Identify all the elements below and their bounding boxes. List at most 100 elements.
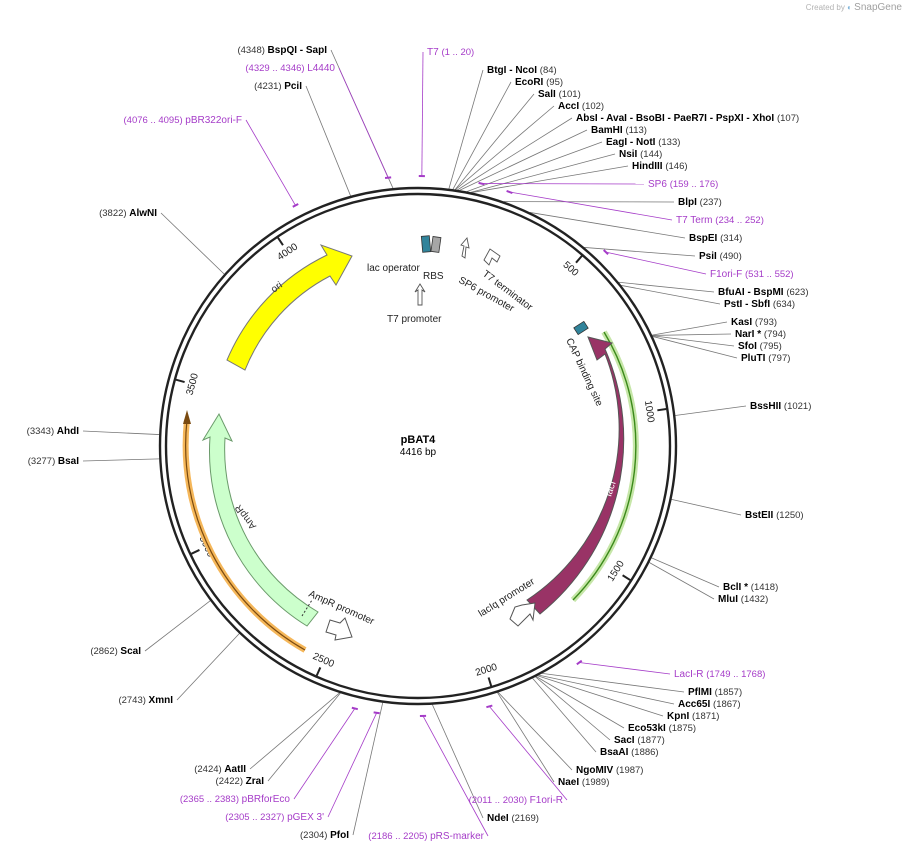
site-position: (2011 .. 2030) — [469, 795, 530, 806]
primer-site-7[interactable]: (2011 .. 2030) F1ori-R — [469, 795, 563, 806]
credit-prefix: Created by — [805, 3, 845, 12]
enzyme-site-5[interactable]: (2862) ScaI — [90, 646, 141, 657]
enzyme-site-17[interactable]: EagI - NotI (133) — [606, 137, 680, 148]
enzyme-site-23[interactable]: BfuAI - BspMI (623) — [718, 287, 809, 298]
primer-site-10[interactable]: (2365 .. 2383) pBRforEco — [180, 794, 291, 805]
enzyme-site-37[interactable]: SacI (1877) — [614, 735, 665, 746]
primer-site-9[interactable]: (2305 .. 2327) pGEX 3' — [225, 812, 324, 823]
enzyme-site-10[interactable]: NdeI (2169) — [487, 813, 539, 824]
enzyme-site-25[interactable]: KasI (793) — [731, 317, 777, 328]
enzyme-site-35[interactable]: KpnI (1871) — [667, 711, 719, 722]
enzyme-site-18[interactable]: NsiI (144) — [619, 149, 662, 160]
primer-site-1[interactable]: (4329 .. 4346) L4440 — [245, 63, 335, 74]
primer-site-6[interactable]: LacI-R (1749 .. 1768) — [674, 669, 765, 680]
site-position: (144) — [640, 149, 662, 160]
enzyme-site-28[interactable]: PluTI (797) — [741, 353, 790, 364]
enzyme-site-22[interactable]: PsiI (490) — [699, 251, 742, 262]
enzyme-site-8[interactable]: (2422) ZraI — [216, 776, 265, 787]
enzyme-site-2[interactable]: (3822) AlwNI — [99, 208, 157, 219]
enzyme-site-40[interactable]: NaeI (1989) — [558, 777, 609, 788]
site-position: (133) — [658, 137, 680, 148]
enzyme-site-33[interactable]: PflMI (1857) — [688, 687, 742, 698]
primer-leader-1 — [338, 67, 389, 178]
enzyme-site-7[interactable]: (2424) AatII — [194, 764, 246, 775]
tick-label-500: 500 — [561, 260, 581, 280]
enzyme-leader-9 — [352, 702, 384, 836]
enzyme-site-24[interactable]: PstI - SbfI (634) — [724, 299, 795, 310]
site-name: AhdI — [57, 426, 79, 437]
rbs-feature[interactable] — [430, 236, 442, 253]
t7-terminator-feature[interactable] — [483, 248, 501, 266]
site-name: BlpI — [678, 197, 700, 208]
enzyme-site-1[interactable]: (4231) PciI — [254, 81, 302, 92]
ampr-feature[interactable] — [201, 412, 319, 627]
site-position: (2862) — [90, 646, 120, 657]
enzyme-site-9[interactable]: (2304) PfoI — [300, 830, 349, 841]
enzyme-site-12[interactable]: EcoRI (95) — [515, 77, 563, 88]
ampr-promoter-feature[interactable] — [325, 617, 353, 641]
enzyme-site-11[interactable]: BtgI - NcoI (84) — [487, 65, 557, 76]
cap-binding-site-feature[interactable] — [573, 320, 589, 336]
sp6-promoter-feature[interactable] — [460, 237, 470, 259]
enzyme-site-20[interactable]: BlpI (237) — [678, 197, 722, 208]
primer-site-3[interactable]: SP6 (159 .. 176) — [648, 179, 718, 190]
site-name: BclI * — [723, 582, 751, 593]
enzyme-site-15[interactable]: AbsI - AvaI - BsoBI - PaeR7I - PspXI - X… — [576, 113, 799, 124]
enzyme-site-34[interactable]: Acc65I (1867) — [678, 699, 741, 710]
site-name: T7 — [427, 47, 441, 58]
site-position: (102) — [582, 101, 604, 112]
enzyme-site-4[interactable]: (3277) BsaI — [28, 456, 79, 467]
t7-promoter-feature[interactable] — [414, 283, 426, 306]
site-name: LacI-R — [674, 669, 706, 680]
site-position: (1250) — [776, 510, 803, 521]
enzyme-site-0[interactable]: (4348) BspQI - SapI — [237, 45, 327, 56]
enzyme-site-32[interactable]: MluI (1432) — [718, 594, 768, 605]
primer-site-0[interactable]: T7 (1 .. 20) — [427, 47, 474, 58]
site-position: (237) — [700, 197, 722, 208]
enzyme-leader-2 — [160, 212, 225, 275]
site-position: (1432) — [741, 594, 768, 605]
tick-mark-1500 — [622, 574, 631, 581]
enzyme-site-31[interactable]: BclI * (1418) — [723, 582, 778, 593]
enzyme-site-21[interactable]: BspEI (314) — [689, 233, 742, 244]
primer-mark-2 — [292, 203, 299, 208]
enzyme-site-14[interactable]: AccI (102) — [558, 101, 604, 112]
enzyme-site-6[interactable]: (2743) XmnI — [118, 695, 173, 706]
laci-feature[interactable] — [526, 336, 625, 615]
tick-label-4000: 4000 — [275, 241, 300, 263]
laciq-promoter-feature[interactable] — [509, 602, 536, 627]
primer-mark-7 — [486, 704, 493, 709]
primer-site-8[interactable]: (2186 .. 2205) pRS-marker — [368, 831, 484, 842]
enzyme-site-16[interactable]: BamHI (113) — [591, 125, 647, 136]
enzyme-site-30[interactable]: BstEII (1250) — [745, 510, 804, 521]
site-name: NgoMIV — [576, 765, 616, 776]
site-position: (146) — [665, 161, 687, 172]
site-name: BssHII — [750, 401, 784, 412]
enzyme-site-36[interactable]: Eco53kI (1875) — [628, 723, 696, 734]
enzyme-site-3[interactable]: (3343) AhdI — [27, 426, 80, 437]
primer-site-2[interactable]: (4076 .. 4095) pBR322ori-F — [124, 115, 243, 126]
enzyme-site-13[interactable]: SalI (101) — [538, 89, 581, 100]
site-name: SalI — [538, 89, 559, 100]
tick-mark-4000 — [277, 237, 284, 246]
enzyme-site-38[interactable]: BsaAI (1886) — [600, 747, 659, 758]
rbs-label: RBS — [423, 271, 444, 282]
primer-mark-3 — [478, 181, 485, 186]
enzyme-site-27[interactable]: SfoI (795) — [738, 341, 782, 352]
enzyme-site-26[interactable]: NarI * (794) — [735, 329, 786, 340]
site-position: (623) — [786, 287, 808, 298]
ori-feature[interactable] — [226, 244, 353, 371]
enzyme-site-29[interactable]: BssHII (1021) — [750, 401, 811, 412]
site-position: (3277) — [28, 456, 58, 467]
site-name: ZraI — [246, 776, 265, 787]
site-position: (4329 .. 4346) — [245, 63, 307, 74]
primer-site-5[interactable]: F1ori-F (531 .. 552) — [710, 269, 794, 280]
lac-operator-feature[interactable] — [420, 235, 432, 253]
enzyme-site-39[interactable]: NgoMIV (1987) — [576, 765, 643, 776]
site-name: PstI - SbfI — [724, 299, 773, 310]
primer-site-4[interactable]: T7 Term (234 .. 252) — [676, 215, 764, 226]
enzyme-site-19[interactable]: HindIII (146) — [632, 161, 688, 172]
site-name: AbsI - AvaI - BsoBI - PaeR7I - PspXI - X… — [576, 113, 777, 124]
tick-mark-3000 — [190, 549, 200, 555]
